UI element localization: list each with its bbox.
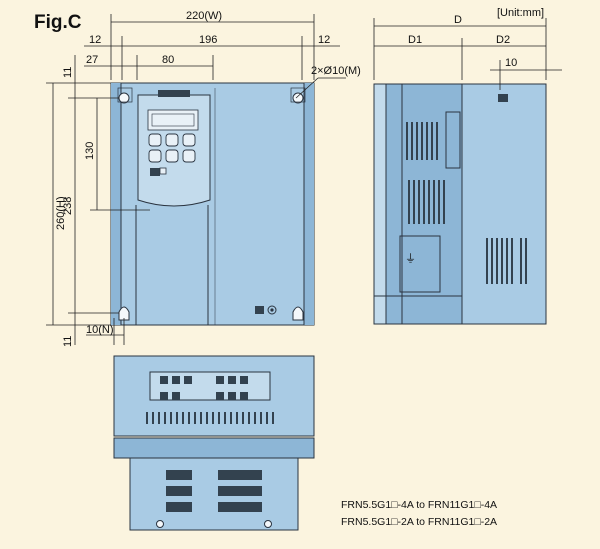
- bottom-lower-grille: [166, 470, 262, 512]
- width-label: 220(W): [186, 10, 222, 22]
- front-dimensions: [46, 14, 346, 345]
- d1-label: D1: [408, 34, 422, 46]
- side-vents: [406, 122, 527, 284]
- figure-title: Fig.C: [34, 12, 82, 33]
- front-view: [110, 82, 315, 326]
- n10-label: 10(N): [86, 324, 114, 336]
- side-top-tab: [498, 94, 508, 102]
- front-left-flange: [111, 83, 121, 325]
- keypad-buttons: [148, 133, 196, 163]
- bottom-middle-band: [113, 437, 315, 459]
- logo-mark: [255, 306, 264, 314]
- h11a-label: 11: [62, 67, 74, 78]
- h238-label: 238: [62, 197, 74, 215]
- d2-label: D2: [496, 34, 510, 46]
- h11b-label: 11: [62, 336, 74, 347]
- w80-label: 80: [162, 54, 174, 66]
- unit-label: [Unit:mm]: [497, 7, 544, 19]
- height-label: 260(H): [55, 196, 67, 230]
- h130-label: 130: [84, 142, 96, 160]
- w27-label: 27: [86, 54, 98, 66]
- model-line-1: FRN5.5G1□-4A to FRN11G1□-4A: [341, 499, 497, 511]
- ground-symbol: [267, 305, 277, 315]
- w12b-label: 12: [318, 34, 330, 46]
- holes-label: 2×Ø10(M): [311, 65, 361, 77]
- depth-label: D: [454, 14, 462, 26]
- bottom-grille: [146, 412, 274, 424]
- side-dimensions: [373, 18, 562, 90]
- mount-holes: [118, 92, 304, 321]
- front-right-flange: [304, 83, 314, 325]
- top-vent: [158, 90, 190, 97]
- bottom-view: [113, 355, 315, 531]
- d10-label: 10: [505, 57, 517, 69]
- keypad-connector: [150, 168, 160, 176]
- bottom-terminals: [160, 376, 248, 400]
- model-line-2: FRN5.5G1□-2A to FRN11G1□-2A: [341, 516, 497, 528]
- side-plug-icon: ⏚: [405, 252, 416, 265]
- bottom-lower-body: [129, 457, 299, 531]
- display-window: [147, 109, 199, 131]
- side-view: ⏚: [373, 83, 547, 325]
- w196-label: 196: [199, 34, 217, 46]
- w12a-label: 12: [89, 34, 101, 46]
